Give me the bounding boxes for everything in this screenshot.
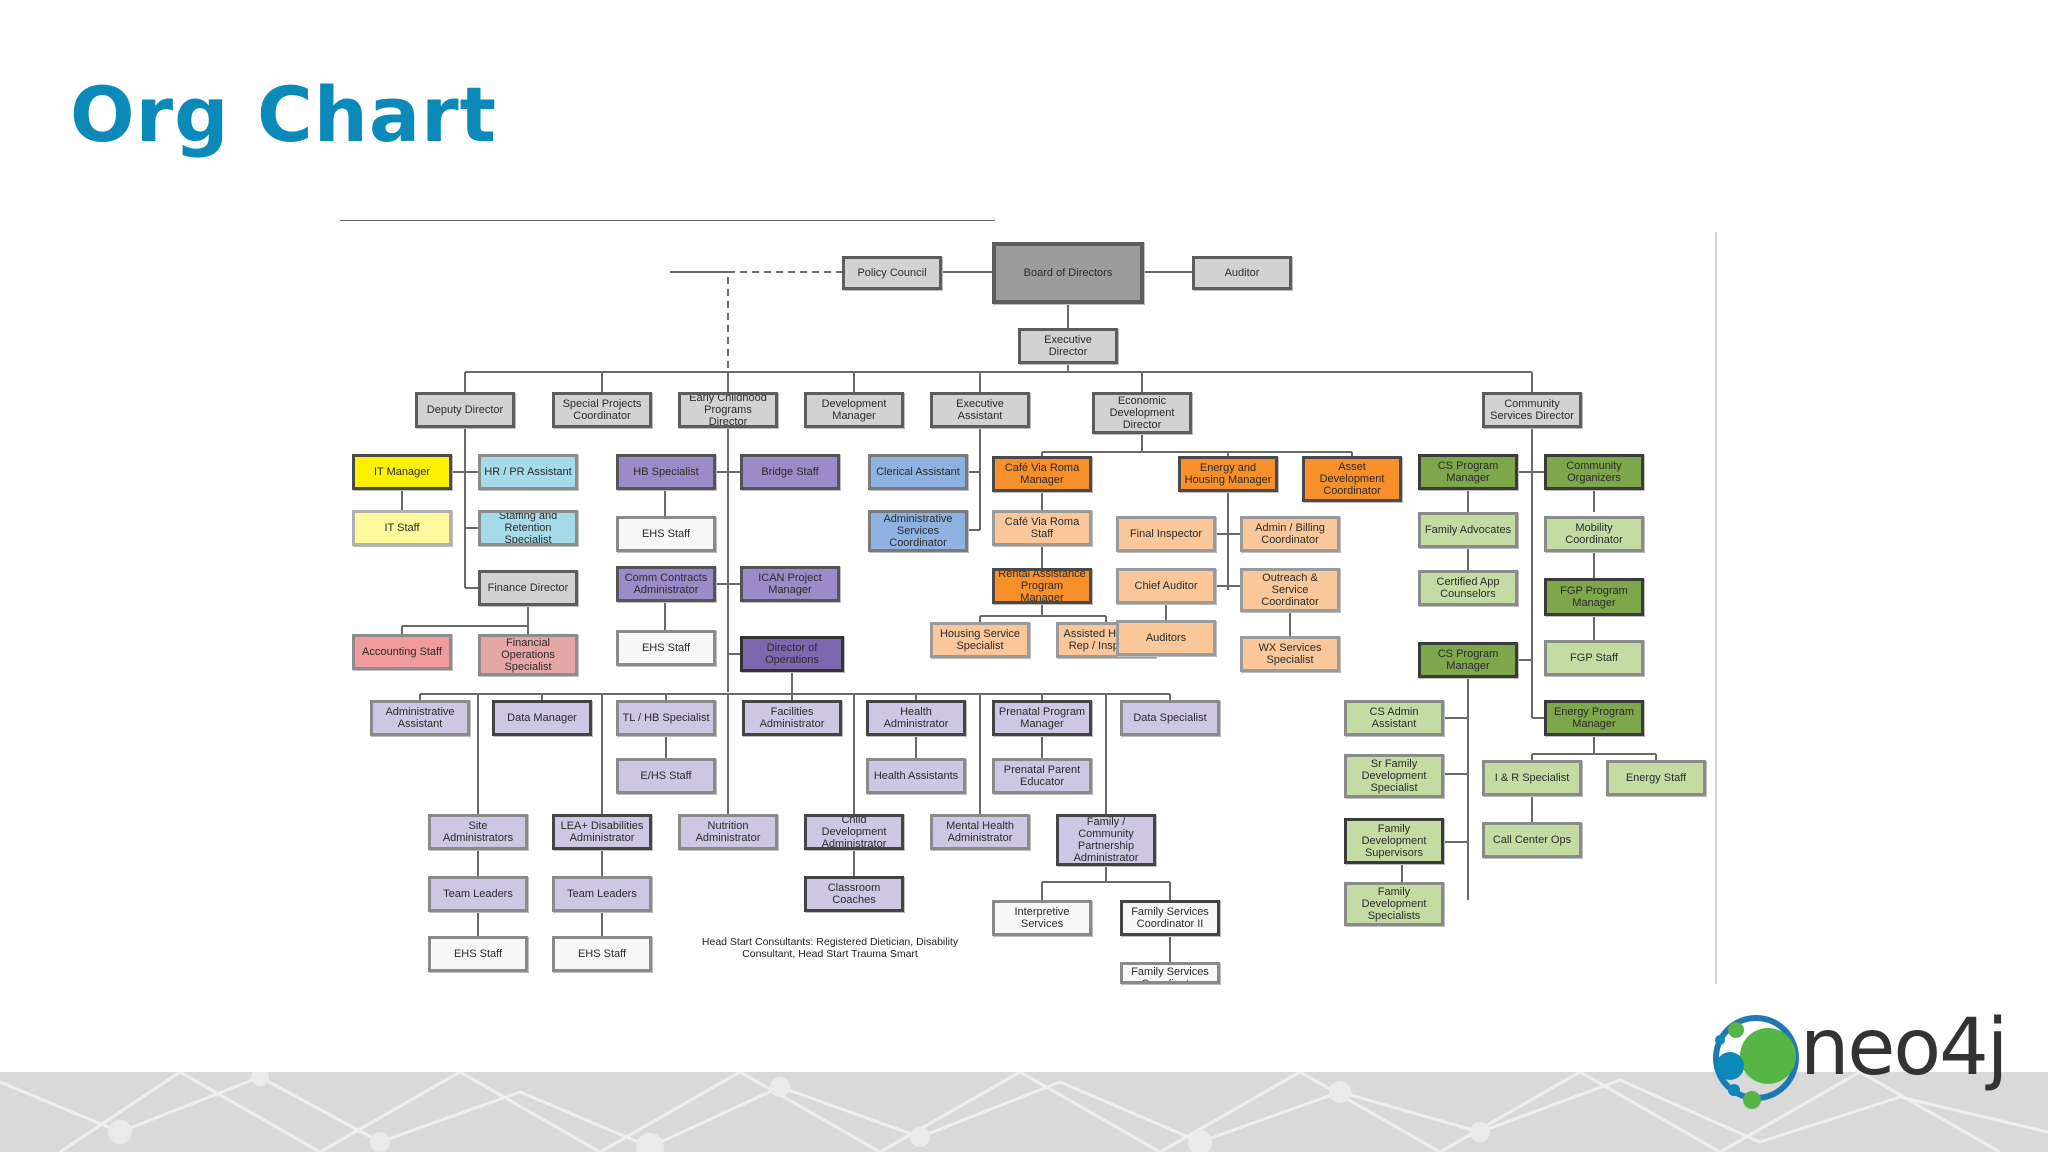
staffing-retention-node: Staffing and Retention Specialist bbox=[478, 510, 578, 546]
cafe-manager-node: Café Via Roma Manager bbox=[992, 456, 1092, 492]
family-development-supervisors-node: Family Development Supervisors bbox=[1344, 818, 1444, 864]
family-development-specialists-node: Family Development Specialists bbox=[1344, 882, 1444, 926]
cs-admin-assistant-node: CS Admin Assistant bbox=[1344, 700, 1444, 736]
classroom-coaches-node: Classroom Coaches bbox=[804, 876, 904, 912]
it-manager-node: IT Manager bbox=[352, 454, 452, 490]
director-of-operations-node: Director of Operations bbox=[740, 636, 844, 672]
tl-hb-specialist-node: TL / HB Specialist bbox=[616, 700, 716, 736]
early-childhood-node: Early Childhood Programs Director bbox=[678, 392, 778, 428]
nutrition-administrator-node: Nutrition Administrator bbox=[678, 814, 778, 850]
community-services-node: Community Services Director bbox=[1482, 392, 1582, 428]
family-advocates-node: Family Advocates bbox=[1418, 512, 1518, 548]
health-assistants-node: Health Assistants bbox=[866, 758, 966, 794]
cs-program-manager-node: CS Program Manager bbox=[1418, 642, 1518, 678]
lea-disabilities-node: LEA+ Disabilities Administrator bbox=[552, 814, 652, 850]
outreach-service-node: Outreach & Service Coordinator bbox=[1240, 568, 1340, 612]
slide-title: Org Chart bbox=[70, 70, 497, 159]
health-administrator-node: Health Administrator bbox=[866, 700, 966, 736]
bridge-staff-node: Bridge Staff bbox=[740, 454, 840, 490]
family-community-partnership-node: Family / Community Partnership Administr… bbox=[1056, 814, 1156, 866]
finance-director-node: Finance Director bbox=[478, 570, 578, 606]
footer-graph-pattern bbox=[0, 1072, 2048, 1152]
mobility-coordinator-node: Mobility Coordinator bbox=[1544, 516, 1644, 552]
ehs-staff-node: EHS Staff bbox=[552, 936, 652, 972]
energy-staff-node: Energy Staff bbox=[1606, 760, 1706, 796]
ir-specialist-node: I & R Specialist bbox=[1482, 760, 1582, 796]
ehs-staff-node: E/HS Staff bbox=[616, 758, 716, 794]
clerical-assistant-node: Clerical Assistant bbox=[868, 454, 968, 490]
chart-divider bbox=[1715, 232, 1717, 984]
sr-family-development-node: Sr Family Development Specialist bbox=[1344, 754, 1444, 798]
prenatal-program-manager-node: Prenatal Program Manager bbox=[992, 700, 1092, 736]
fgp-staff-node: FGP Staff bbox=[1544, 640, 1644, 676]
financial-operations-node: Financial Operations Specialist bbox=[478, 634, 578, 676]
comm-contracts-node: Comm Contracts Administrator bbox=[616, 566, 716, 602]
consultants-note: Head Start Consultants: Registered Dieti… bbox=[701, 936, 959, 960]
final-inspector-node: Final Inspector bbox=[1116, 516, 1216, 552]
cafe-staff-node: Café Via Roma Staff bbox=[992, 510, 1092, 546]
ehs-staff-node: EHS Staff bbox=[616, 516, 716, 552]
chief-auditor-node: Chief Auditor bbox=[1116, 568, 1216, 604]
energy-program-manager-node: Energy Program Manager bbox=[1544, 700, 1644, 736]
auditors-node: Auditors bbox=[1116, 620, 1216, 656]
child-development-node: Child Development Administrator bbox=[804, 814, 904, 850]
mental-health-node: Mental Health Administrator bbox=[930, 814, 1030, 850]
ehs-staff-node: EHS Staff bbox=[616, 630, 716, 666]
data-specialist-node: Data Specialist bbox=[1120, 700, 1220, 736]
ican-project-node: ICAN Project Manager bbox=[740, 566, 840, 602]
auditor-node: Auditor bbox=[1192, 256, 1292, 290]
call-center-ops-node: Call Center Ops bbox=[1482, 822, 1582, 858]
deputy-director-node: Deputy Director bbox=[415, 392, 515, 428]
ehs-staff-node: EHS Staff bbox=[428, 936, 528, 972]
team-leaders-node: Team Leaders bbox=[428, 876, 528, 912]
hr-pr-assistant-node: HR / PR Assistant bbox=[478, 454, 578, 490]
energy-housing-node: Energy and Housing Manager bbox=[1178, 456, 1278, 492]
interpretive-services-node: Interpretive Services bbox=[992, 900, 1092, 936]
administrative-services-node: Administrative Services Coordinator bbox=[868, 510, 968, 552]
wx-services-node: WX Services Specialist bbox=[1240, 636, 1340, 672]
neo4j-logo bbox=[1708, 1000, 2008, 1120]
policy-council-node: Policy Council bbox=[842, 256, 942, 290]
administrative-assistant-node: Administrative Assistant bbox=[370, 700, 470, 736]
neo4j-wordmark: neo4j bbox=[1800, 1003, 2008, 1093]
site-administrators-node: Site Administrators bbox=[428, 814, 528, 850]
it-staff-node: IT Staff bbox=[352, 510, 452, 546]
cs-program-manager-node: CS Program Manager bbox=[1418, 454, 1518, 490]
housing-service-node: Housing Service Specialist bbox=[930, 622, 1030, 658]
community-organizers-node: Community Organizers bbox=[1544, 454, 1644, 490]
facilities-administrator-node: Facilities Administrator bbox=[742, 700, 842, 736]
data-manager-node: Data Manager bbox=[492, 700, 592, 736]
family-services-coordinator-ii-node: Family Services Coordinator II bbox=[1120, 900, 1220, 936]
certified-app-node: Certified App Counselors bbox=[1418, 570, 1518, 606]
org-chart: Policy Council Board of Directors Audito… bbox=[340, 220, 1720, 990]
rental-assistance-node: Rental Assistance Program Manager bbox=[992, 568, 1092, 604]
team-leaders-node: Team Leaders bbox=[552, 876, 652, 912]
development-manager-node: Development Manager bbox=[804, 392, 904, 428]
family-services-coordinator-node: Family Services Coordinator bbox=[1120, 962, 1220, 984]
board-of-directors-node: Board of Directors bbox=[992, 242, 1144, 304]
asset-development-node: Asset Development Coordinator bbox=[1302, 456, 1402, 502]
fgp-program-manager-node: FGP Program Manager bbox=[1544, 578, 1644, 616]
economic-development-node: Economic Development Director bbox=[1092, 392, 1192, 434]
admin-billing-node: Admin / Billing Coordinator bbox=[1240, 516, 1340, 552]
prenatal-parent-educator-node: Prenatal Parent Educator bbox=[992, 758, 1092, 794]
accounting-staff-node: Accounting Staff bbox=[352, 634, 452, 670]
executive-assistant-node: Executive Assistant bbox=[930, 392, 1030, 428]
special-projects-node: Special Projects Coordinator bbox=[552, 392, 652, 428]
hb-specialist-node: HB Specialist bbox=[616, 454, 716, 490]
executive-director-node: Executive Director bbox=[1018, 328, 1118, 364]
